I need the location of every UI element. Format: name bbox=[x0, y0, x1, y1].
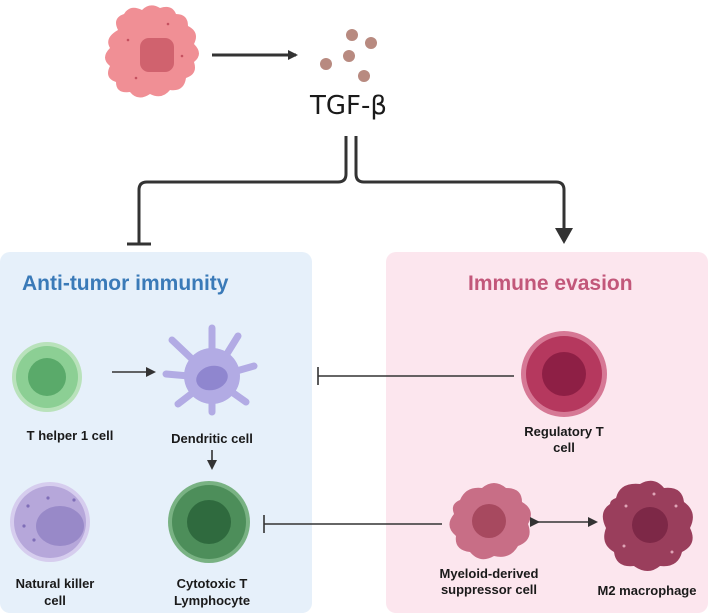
m2-label: M2 macrophage bbox=[597, 583, 697, 598]
dendritic-label: Dendritic cell bbox=[171, 431, 253, 446]
nk-label-line1: Natural killer bbox=[15, 576, 95, 591]
tumor-cell-icon bbox=[105, 5, 199, 98]
immune-evasion-title: Immune evasion bbox=[468, 272, 633, 295]
nk-label-line2: cell bbox=[44, 593, 66, 608]
treg-label-line2: cell bbox=[553, 440, 575, 455]
tgf-inhibition-line bbox=[137, 136, 348, 244]
tgf-promotion-line bbox=[354, 136, 566, 232]
anti-tumor-title: Anti-tumor immunity bbox=[22, 272, 229, 295]
cytotoxic-t-cell-icon bbox=[168, 481, 250, 563]
tgf-beta-particles-icon bbox=[320, 29, 377, 82]
mdsc-icon bbox=[449, 483, 531, 560]
ctl-label-line1: Cytotoxic T bbox=[176, 576, 248, 591]
tgf-beta-label: TGF-β bbox=[310, 91, 387, 121]
th1-label: T helper 1 cell bbox=[26, 428, 114, 443]
tgf-promotion-arrowhead bbox=[555, 228, 573, 244]
mdsc-label-line2: suppressor cell bbox=[440, 582, 538, 597]
dendritic-cell-icon bbox=[162, 324, 258, 416]
m2-macrophage-icon bbox=[602, 480, 693, 571]
regulatory-t-cell-icon bbox=[521, 331, 607, 417]
nk-cell-icon bbox=[10, 482, 90, 562]
ctl-label-line2: Lymphocyte bbox=[173, 593, 251, 608]
treg-label-line1: Regulatory T bbox=[524, 424, 604, 439]
t-helper-cell-icon bbox=[12, 342, 82, 412]
mdsc-label-line1: Myeloid-derived bbox=[439, 566, 539, 581]
